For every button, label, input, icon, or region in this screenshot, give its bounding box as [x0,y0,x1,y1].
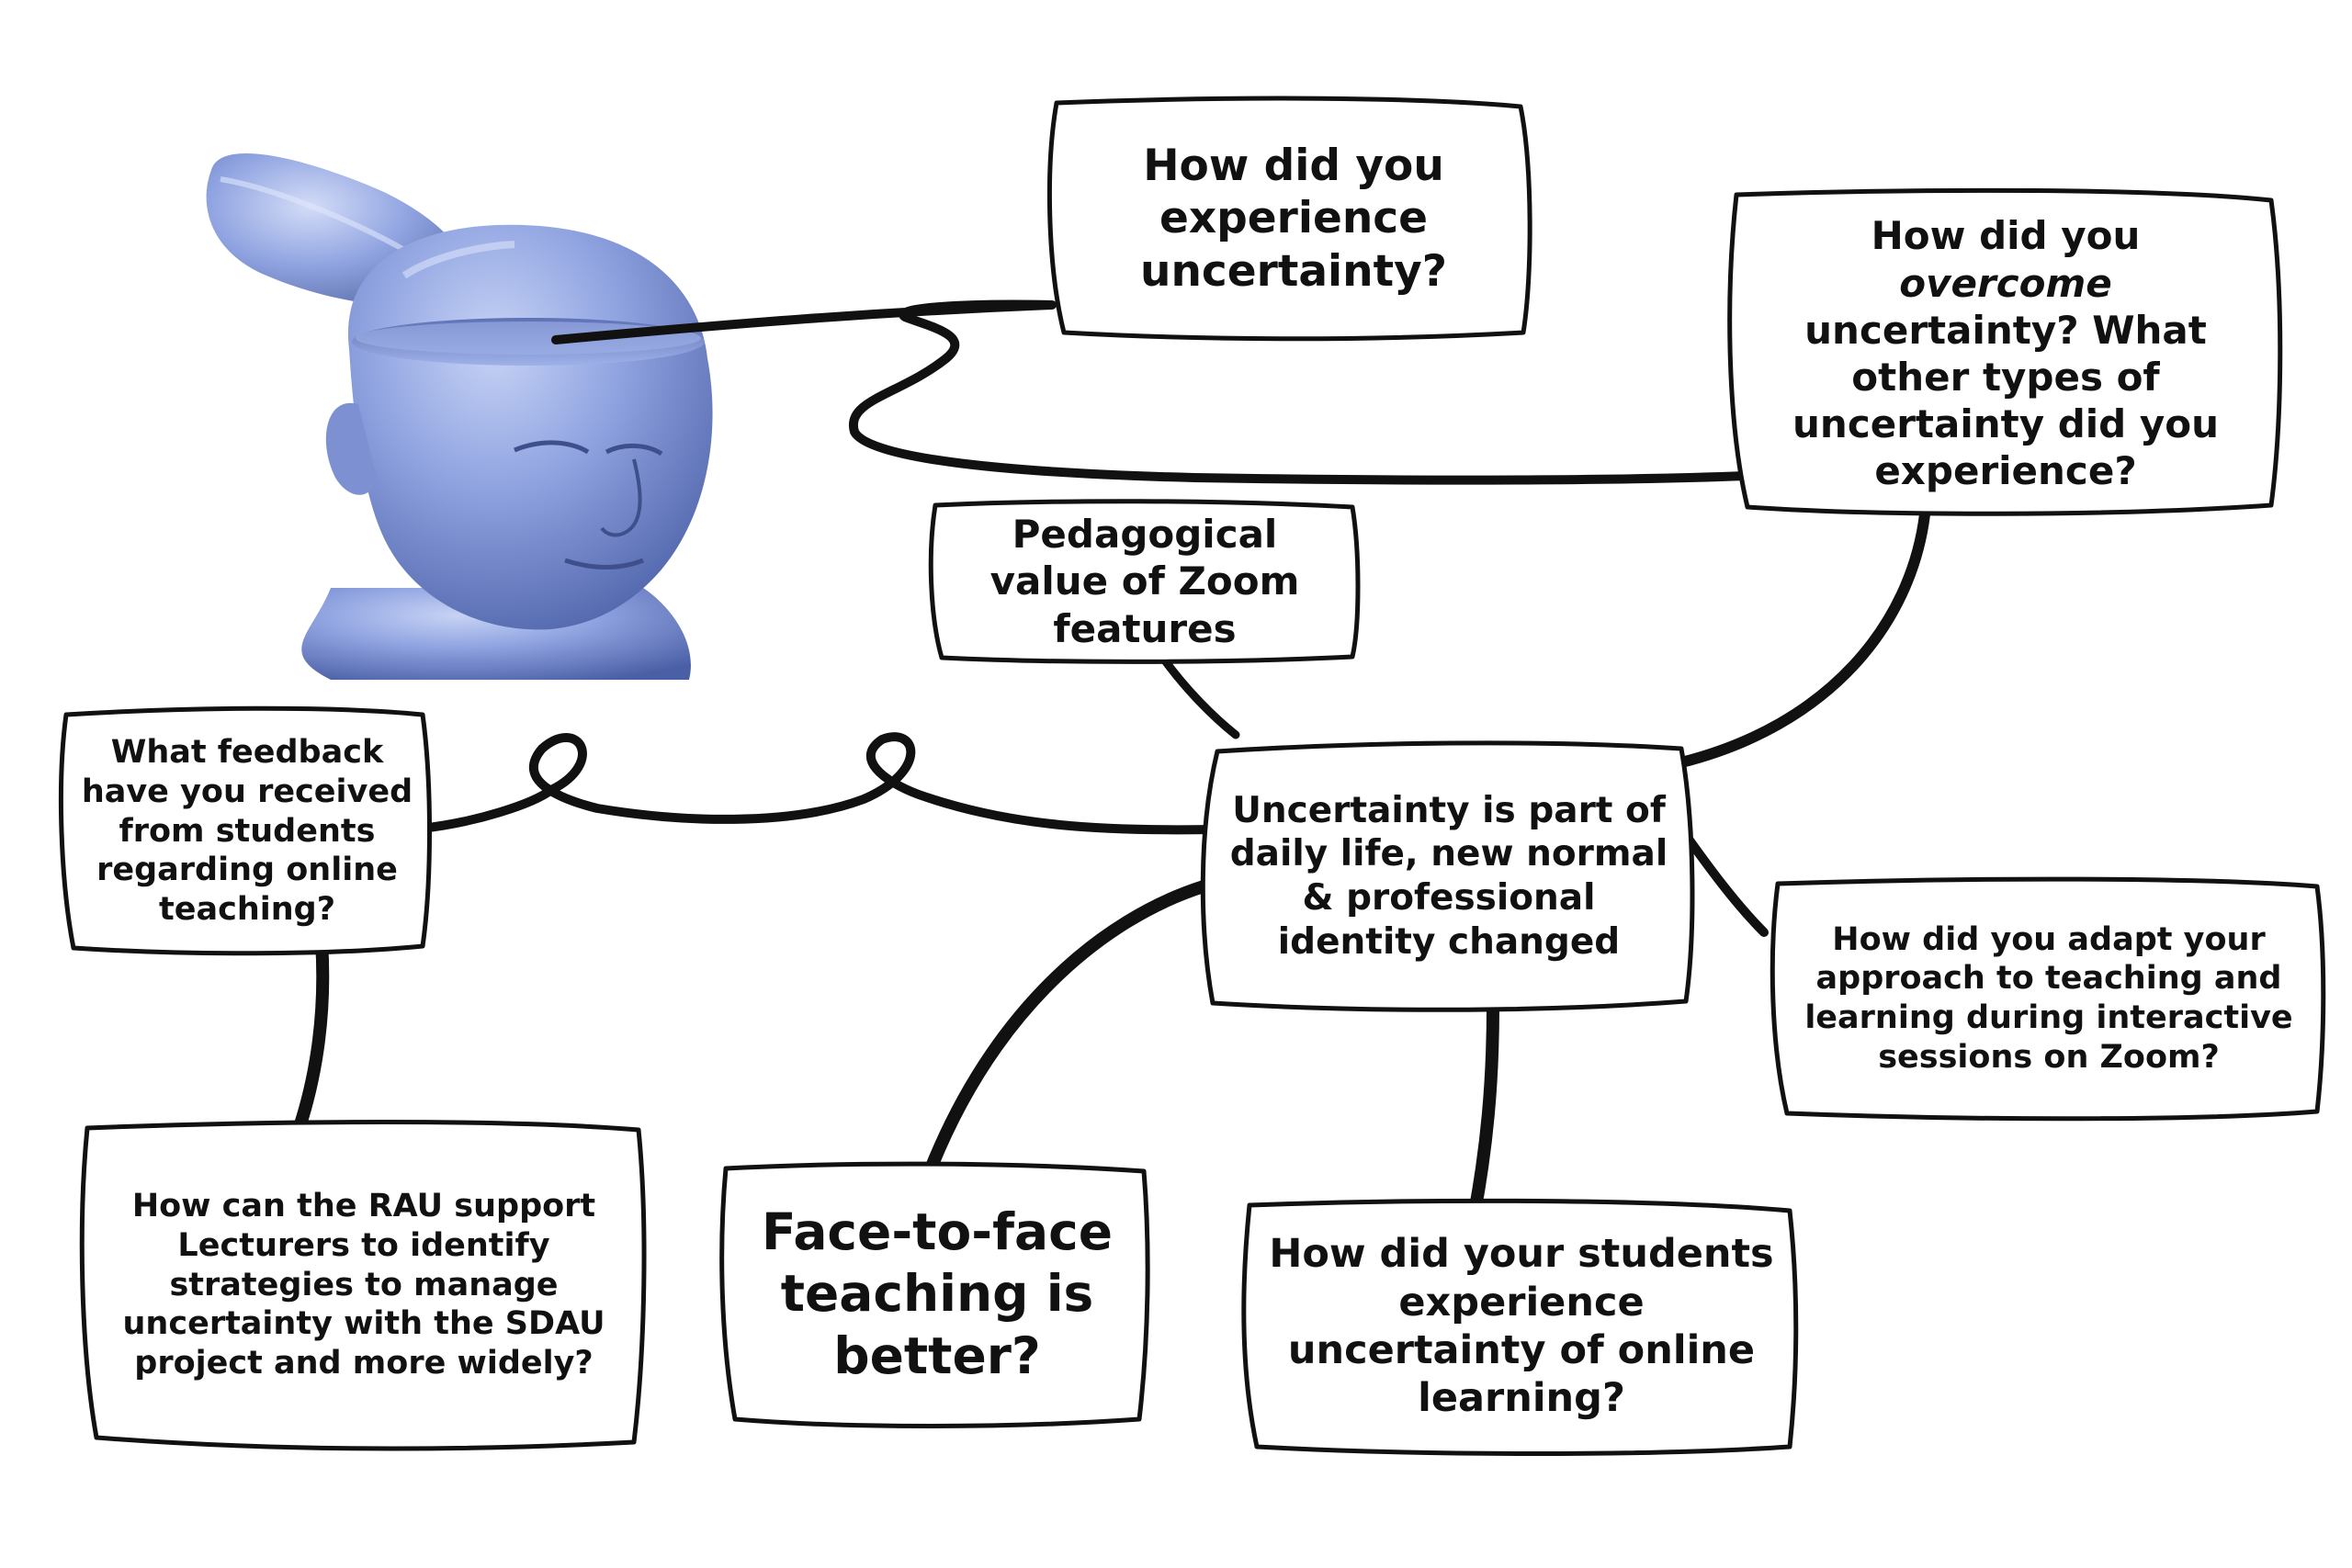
node-adapt: How did you adapt your approach to teach… [1782,887,2315,1110]
connector-feedback-central [416,732,1217,835]
open-head-icon [206,152,713,680]
node-overcome-text: How did you overcome uncertainty? What o… [1758,212,2253,494]
box-outline-rau [79,1120,647,1451]
box-outline-overcome [1727,187,2283,516]
box-outline-zoom [928,499,1361,664]
box-outline-experience [1046,96,1532,342]
node-zoom-value: Pedagogical value of Zoom features [939,509,1351,654]
box-outline-central [1200,740,1695,1012]
box-outline-facetoface [719,1161,1150,1428]
node-overcome-prefix: How did you [1871,213,2141,259]
node-zoom-value-text: Pedagogical value of Zoom features [989,512,1300,651]
node-overcome: How did you overcome uncertainty? What o… [1744,204,2267,503]
box-outline-adapt [1770,876,2326,1122]
node-rau-support: How can the RAU support Lecturers to ide… [92,1132,636,1438]
node-students-experience-text: How did your students experience uncerta… [1269,1231,1774,1422]
node-experience: How did you experience uncertainty? [1064,108,1523,329]
node-students-experience: How did your students experience uncerta… [1253,1209,1790,1444]
node-central-text: Uncertainty is part of daily life, new n… [1229,789,1668,963]
box-outline-students [1241,1198,1799,1456]
node-experience-text: How did you experience uncertainty? [1140,141,1447,297]
connector-central-facetoface [922,880,1210,1182]
box-outline-feedback [58,705,432,956]
node-rau-support-text: How can the RAU support Lecturers to ide… [122,1188,605,1382]
connector-overcome-central [1676,509,1930,768]
node-feedback-text: What feedback have you received from stu… [81,734,413,929]
connector-head-experience [551,299,1750,485]
node-feedback: What feedback have you received from stu… [70,718,424,944]
node-adapt-text: How did you adapt your approach to teach… [1804,920,2293,1076]
connector-feedback-rau [292,935,330,1136]
node-overcome-suffix: uncertainty? What other types of uncerta… [1792,307,2219,494]
node-central: Uncertainty is part of daily life, new n… [1215,753,1683,999]
connector-central-students [1468,999,1499,1219]
node-face-to-face: Face-to-face teaching is better? [731,1172,1143,1416]
node-overcome-emphasis: overcome [1899,260,2112,306]
node-face-to-face-text: Face-to-face teaching is better? [761,1202,1114,1385]
connector-zoom-central [1158,652,1240,739]
